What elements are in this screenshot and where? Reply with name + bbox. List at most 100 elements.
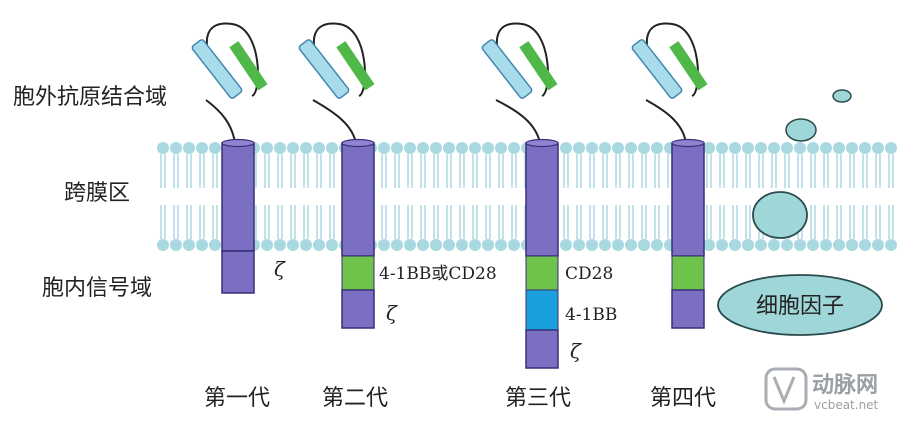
lipid-head (495, 239, 507, 251)
lipid-head (183, 239, 195, 251)
lipid-head (846, 142, 858, 154)
lipid-head (859, 239, 871, 251)
generation-2-label: 第二代 (322, 386, 388, 411)
lipid-head (378, 239, 390, 251)
generation-1-label: 第一代 (204, 386, 270, 411)
lipid-head (404, 142, 416, 154)
cytokine-ellipse (717, 274, 883, 336)
zeta-domain (525, 329, 559, 369)
stalk-linker (645, 99, 687, 144)
cytokine-droplet-large (752, 191, 808, 239)
lipid-head (599, 142, 611, 154)
lipid-head (495, 142, 507, 154)
lipid-head (729, 239, 741, 251)
lipid-head (768, 239, 780, 251)
lipid-head (170, 239, 182, 251)
watermark-brand: 动脉网 (812, 373, 878, 398)
costim-label: 4-1BB或CD28 (379, 264, 497, 284)
lipid-head (469, 239, 481, 251)
label-transmembrane-region: 跨膜区 (64, 181, 130, 206)
lipid-head (508, 142, 520, 154)
zeta-domain (671, 289, 705, 329)
lipid-head (326, 239, 338, 251)
lipid-head (794, 239, 806, 251)
car-generation-4: 第四代 (631, 22, 716, 411)
lipid-head (287, 239, 299, 251)
lipid-head (417, 239, 429, 251)
lipid-head (755, 239, 767, 251)
cytokine-group: 细胞因子 (717, 89, 883, 336)
lipid-head (638, 239, 650, 251)
vb-logo-icon (764, 367, 808, 411)
lipid-head (378, 142, 390, 154)
generation-3-label: 第三代 (505, 386, 571, 411)
lipid-head (638, 142, 650, 154)
lipid-head (872, 239, 884, 251)
lipid-head (300, 239, 312, 251)
lipid-head (391, 142, 403, 154)
lipid-head (508, 239, 520, 251)
lipid-head (833, 239, 845, 251)
lipid-head (885, 239, 897, 251)
scfv-domain (191, 39, 243, 99)
lipid-head (599, 239, 611, 251)
zeta-label: ζ (570, 339, 582, 363)
lipid-head (313, 142, 325, 154)
lipid-head (781, 142, 793, 154)
label-intracellular-signaling-domain: 胞内信号域 (42, 276, 152, 301)
membrane-inner-leaflet (157, 239, 897, 251)
lipid-head (469, 142, 481, 154)
stalk-linker (312, 99, 357, 144)
cytokine-droplet-small (832, 89, 852, 103)
car-generation-2: 4-1BB或CD28 ζ 第二代 (298, 22, 497, 411)
lipid-head (794, 142, 806, 154)
lipid-head (768, 142, 780, 154)
lipid-head (703, 239, 715, 251)
lipid-head (716, 239, 728, 251)
receptor-transmembrane-segment (671, 142, 705, 257)
lipid-head (456, 239, 468, 251)
watermark: 动脉网 vcbeat.net (764, 367, 879, 412)
cytokine-droplet-medium (785, 118, 817, 142)
cd28-label: CD28 (565, 264, 613, 284)
lipid-head (625, 239, 637, 251)
stalk-linker (495, 99, 541, 144)
lipid-head (820, 142, 832, 154)
lipid-head (846, 239, 858, 251)
lipid-head (261, 142, 273, 154)
lipid-head (404, 239, 416, 251)
lipid-head (586, 142, 598, 154)
generation-4-label: 第四代 (650, 386, 716, 411)
lipid-head (807, 239, 819, 251)
lipid-head (326, 142, 338, 154)
lipid-head (742, 239, 754, 251)
antigen-bar (519, 41, 558, 91)
lipid-head (820, 239, 832, 251)
lipid-head (573, 142, 585, 154)
lipid-head (157, 142, 169, 154)
lipid-head (729, 142, 741, 154)
lipid-head (209, 142, 221, 154)
lipid-head (430, 239, 442, 251)
lipid-head (170, 142, 182, 154)
receptor-transmembrane-segment (525, 142, 559, 257)
lipid-head (261, 239, 273, 251)
receptor-transmembrane-segment (341, 142, 375, 257)
stalk-linker (205, 99, 236, 144)
receptor-cap (525, 138, 559, 148)
zeta-domain (341, 289, 375, 329)
costim-domain-4-1bb-or-cd28 (341, 255, 375, 291)
lipid-head (443, 239, 455, 251)
zeta-label: ζ (386, 301, 398, 325)
lipid-head (651, 142, 663, 154)
receptor-cap (221, 138, 255, 148)
label-extracellular-domain: 胞外抗原结合域 (13, 85, 167, 110)
lipid-head (833, 142, 845, 154)
lipid-head (651, 239, 663, 251)
scfv-domain (298, 39, 350, 99)
lipid-head (612, 239, 624, 251)
lipid-head (274, 239, 286, 251)
antigen-bar (336, 41, 375, 91)
